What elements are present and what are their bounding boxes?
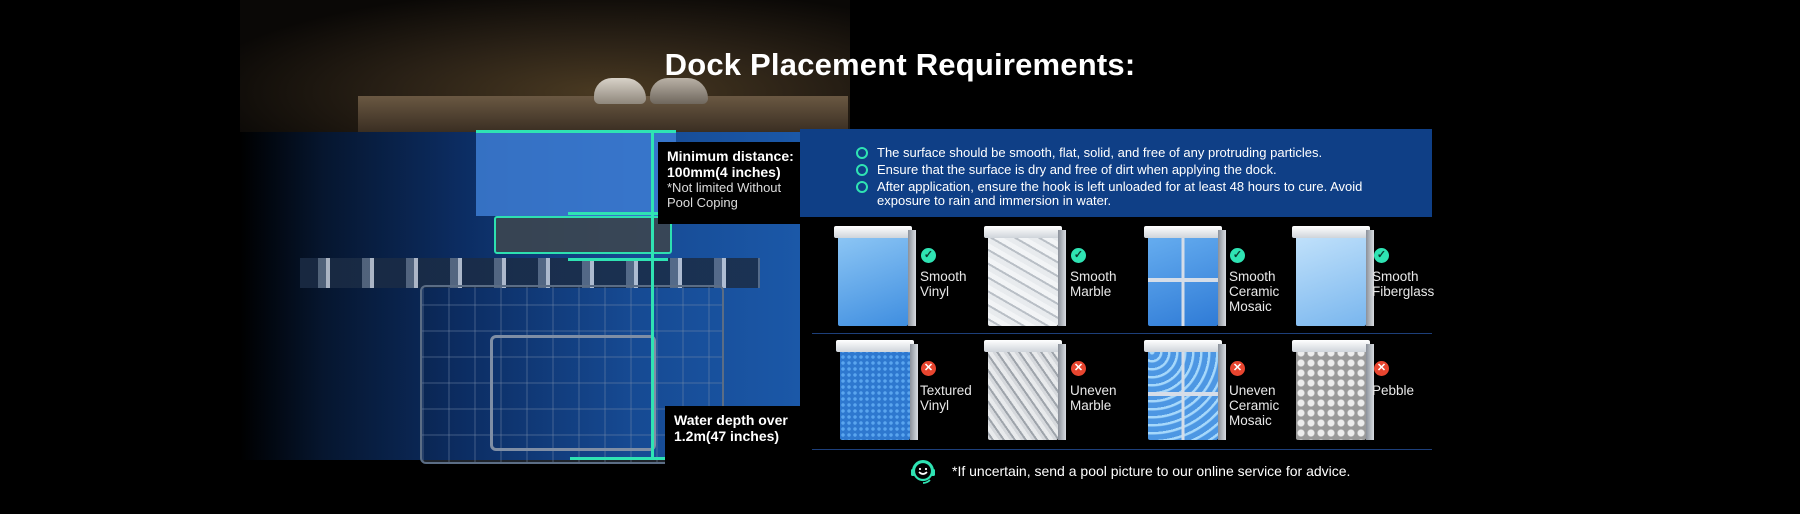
distance-guide-line [476,130,676,133]
requirement-item: After application, ensure the hook is le… [856,180,1397,208]
material-label: Textured Vinyl [920,383,972,413]
tile-smooth-marble [984,226,1066,326]
tile-textured-vinyl [836,340,918,440]
tile-uneven-marble [984,340,1066,440]
material-label: Smooth Ceramic Mosaic [1229,269,1280,314]
robot-body-outline [490,335,656,451]
bullet-icon [856,181,868,193]
tile-uneven-ceramic-mosaic [1144,340,1226,440]
cross-icon: ✕ [921,361,936,376]
bullet-icon [856,164,868,176]
distance-guide-line [570,457,708,460]
material-label: Smooth Fiberglass [1372,269,1435,299]
shoe-icon [594,78,646,104]
bullet-icon [856,147,868,159]
material-label: Smooth Marble [1070,269,1117,299]
material-label: Uneven Ceramic Mosaic [1229,383,1280,428]
min-distance-title: Minimum distance: [667,148,794,164]
cross-icon: ✕ [1071,361,1086,376]
requirement-item: Ensure that the surface is dry and free … [856,163,1397,177]
distance-guide-line [651,130,654,460]
check-icon: ✓ [1230,248,1245,263]
material-label: Smooth Vinyl [920,269,967,299]
material-label: Pebble [1372,383,1415,398]
shoe-icon [650,78,708,104]
tile-pebble [1292,340,1374,440]
cross-icon: ✕ [1230,361,1245,376]
check-icon: ✓ [1374,248,1389,263]
tile-smooth-ceramic-mosaic [1144,226,1226,326]
min-distance-label: Minimum distance: 100mm(4 inches) *Not l… [658,142,818,224]
min-distance-value: 100mm(4 inches) [667,164,781,180]
distance-guide-line [568,258,668,261]
check-icon: ✓ [921,248,936,263]
water-depth-label: Water depth over 1.2m(47 inches) [665,406,818,464]
distance-guide-line [568,212,668,215]
divider [812,449,1432,450]
divider [812,333,1432,334]
support-note: *If uncertain, send a pool picture to ou… [952,463,1351,479]
requirements-panel [800,129,1432,217]
customer-support-icon [911,460,935,484]
min-distance-note: *Not limited Without Pool Coping [667,180,782,210]
cross-icon: ✕ [1374,361,1389,376]
material-label: Uneven Marble [1070,383,1117,413]
pool-tile-band [300,258,760,288]
requirement-item: The surface should be smooth, flat, soli… [856,146,1397,160]
tile-smooth-fiberglass [1292,226,1374,326]
water-depth-text: Water depth over 1.2m(47 inches) [674,412,788,444]
page-title: Dock Placement Requirements: [664,47,1136,82]
dock-illustration [494,216,672,254]
pool-wall [476,132,676,216]
tile-smooth-vinyl [834,226,916,326]
check-icon: ✓ [1071,248,1086,263]
